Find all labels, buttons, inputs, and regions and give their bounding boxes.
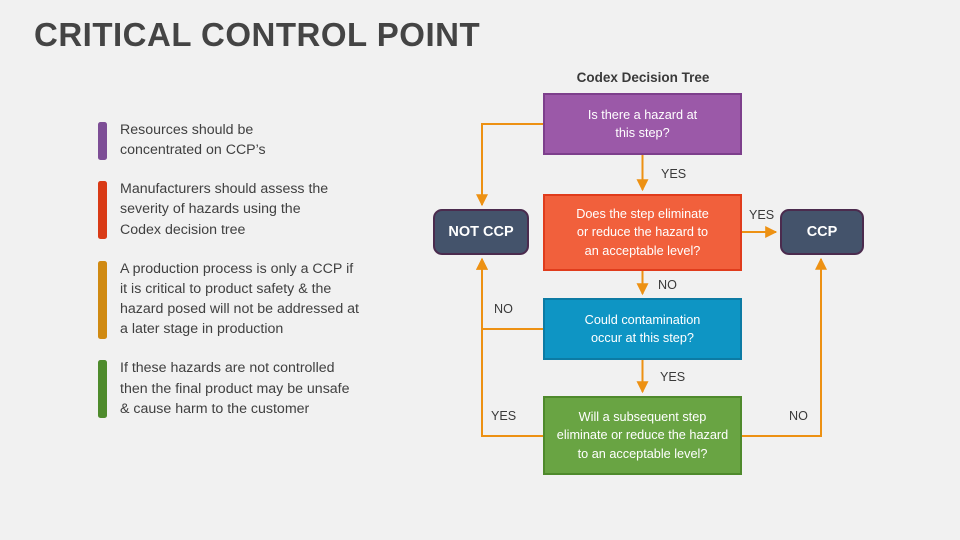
node-does-step-eliminate[interactable]: Does the step eliminate or reduce the ha… [543, 194, 742, 271]
list-item: Manufacturers should assess the severity… [98, 179, 398, 240]
bullet-accent-bar [98, 181, 107, 240]
list-item: Resources should be concentrated on CCP’… [98, 120, 398, 160]
list-item: A production process is only a CCP if it… [98, 259, 398, 340]
bullet-accent-bar [98, 260, 107, 339]
node-will-subsequent-step[interactable]: Will a subsequent step eliminate or redu… [543, 396, 742, 475]
edge-label-yes-contamination: YES [660, 370, 686, 384]
list-item: If these hazards are not controlled then… [98, 358, 398, 419]
page-title: CRITICAL CONTROL POINT [34, 16, 481, 53]
edge-hazard-to-not-ccp [476, 123, 543, 207]
edge-label-no-eliminate: NO [658, 278, 677, 292]
bullet-accent-bar [98, 360, 107, 419]
list-item-label: A production process is only a CCP if it… [120, 260, 359, 338]
node-not-ccp[interactable]: NOT CCP [433, 209, 529, 255]
edge-contamination-to-not-ccp [476, 257, 543, 330]
tree-title: Codex Decision Tree [576, 70, 710, 85]
edge-subsequent-to-ccp [742, 257, 827, 437]
edge-label-no-to-ccp: NO [789, 409, 808, 423]
bullet-list: Resources should be concentrated on CCP’… [98, 120, 398, 438]
list-item-label: If these hazards are not controlled then… [120, 360, 350, 417]
list-item-label: Manufacturers should assess the severity… [120, 181, 329, 238]
edge-label-no-to-not-ccp: NO [494, 302, 513, 316]
edge-label-yes-to-ccp: YES [749, 208, 775, 222]
edge-label-yes-hazard: YES [661, 167, 687, 181]
edge-label-yes-to-not-ccp: YES [491, 409, 517, 423]
node-is-there-a-hazard[interactable]: Is there a hazard at this step? [543, 93, 742, 155]
node-ccp[interactable]: CCP [780, 209, 864, 255]
list-item-label: Resources should be concentrated on CCP’… [120, 122, 266, 159]
node-could-contamination-occur[interactable]: Could contamination occur at this step? [543, 298, 742, 360]
bullet-accent-bar [98, 122, 107, 160]
